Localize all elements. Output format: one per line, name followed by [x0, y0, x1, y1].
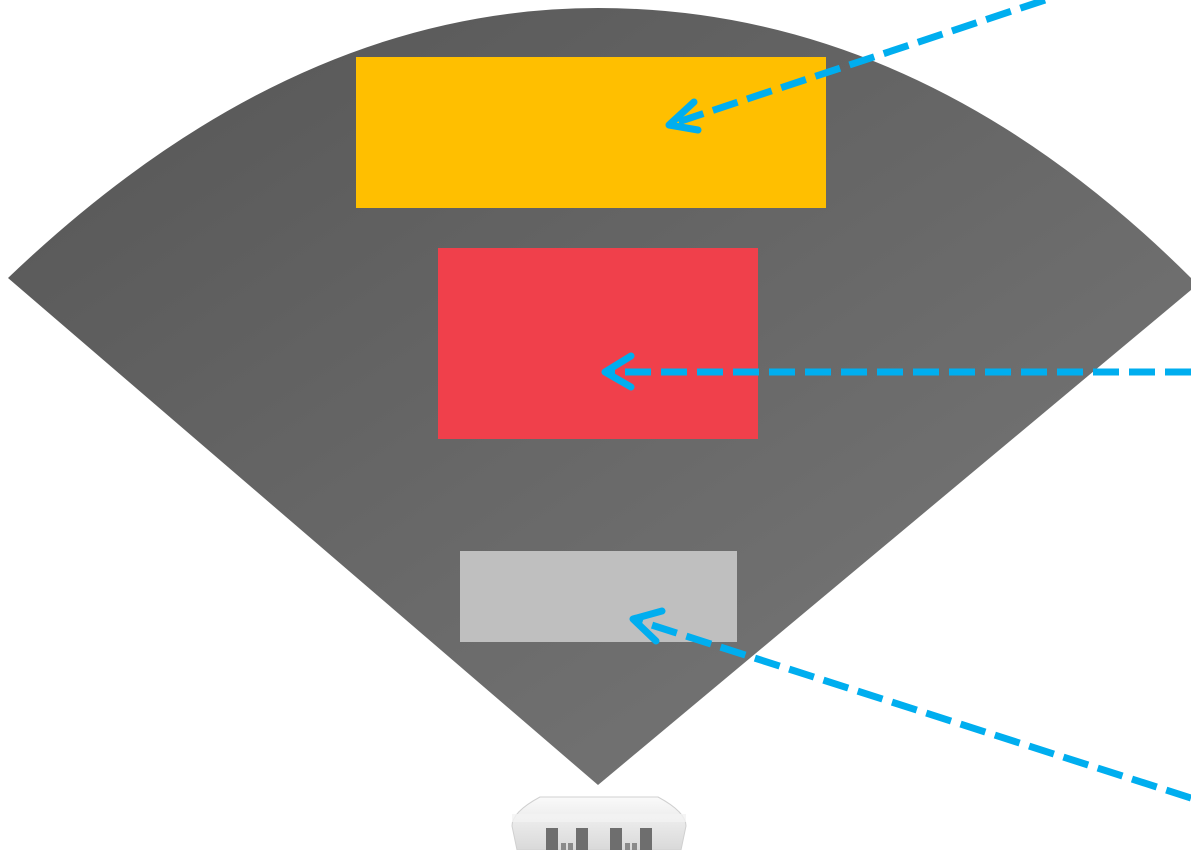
arrowhead-middle [601, 352, 635, 391]
middle-zone [438, 248, 758, 439]
near-zone [460, 551, 737, 642]
access-point-body [511, 796, 687, 850]
arrow-to-near-zone [629, 607, 1191, 802]
arrow-to-far-zone [665, 0, 1047, 134]
port [610, 828, 622, 850]
port [546, 828, 558, 850]
port [576, 828, 588, 850]
far-zone [356, 57, 826, 208]
access-point-icon [511, 796, 687, 850]
port [640, 828, 652, 850]
arrowhead-far [665, 98, 702, 134]
arrowhead-near [629, 607, 666, 645]
arrow-to-middle-zone [601, 352, 1191, 391]
